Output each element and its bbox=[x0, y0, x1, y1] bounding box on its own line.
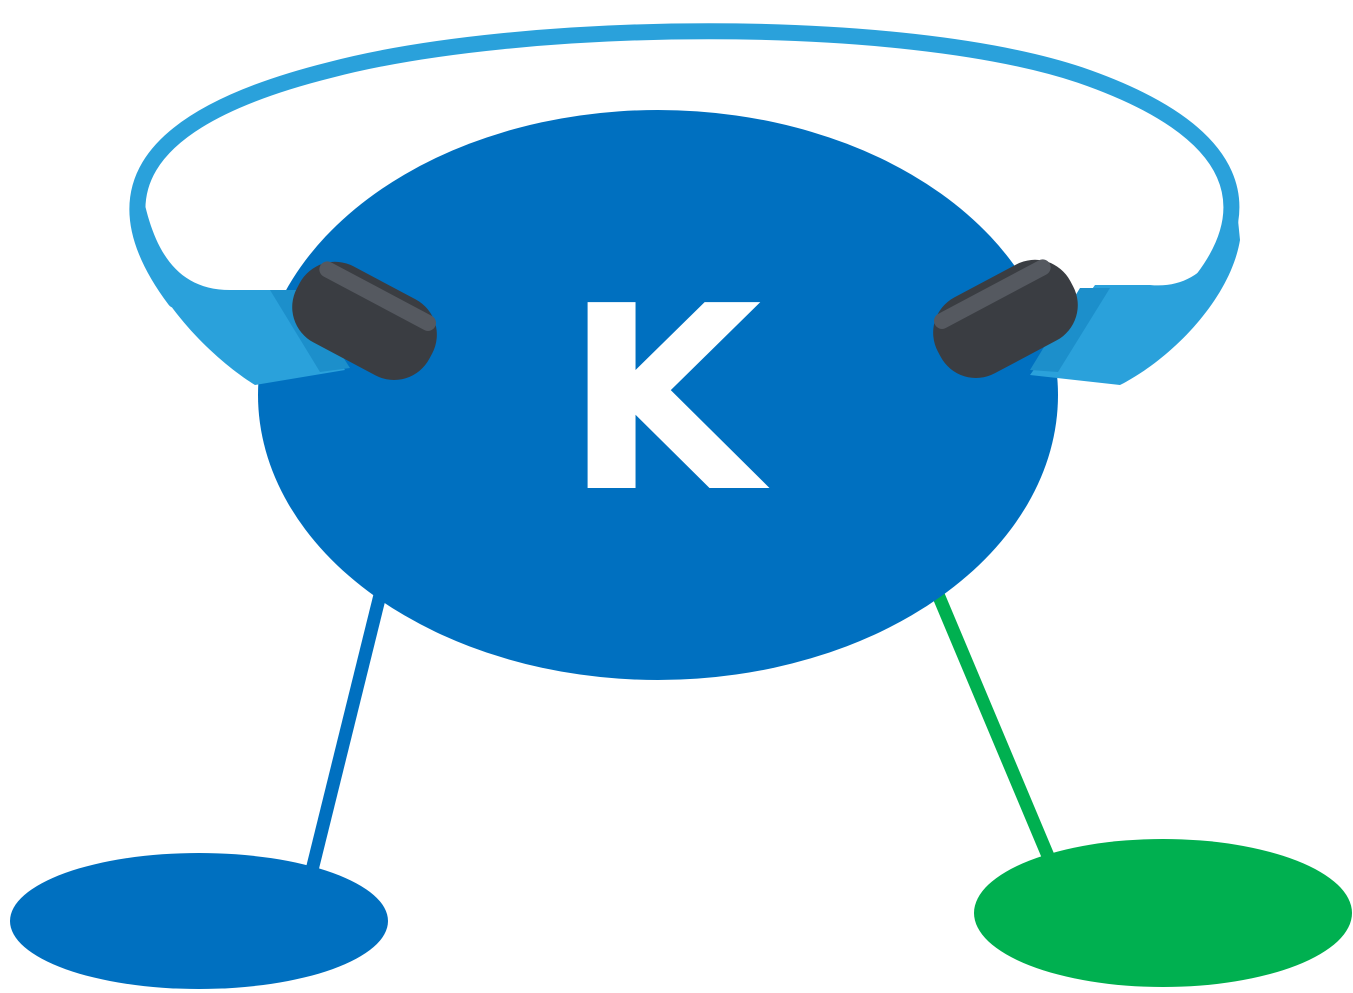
left-foot bbox=[10, 853, 388, 989]
left-leg-line bbox=[312, 595, 380, 870]
right-foot bbox=[974, 839, 1352, 987]
logo-letter: K bbox=[564, 252, 770, 549]
right-leg-line bbox=[937, 592, 1048, 856]
